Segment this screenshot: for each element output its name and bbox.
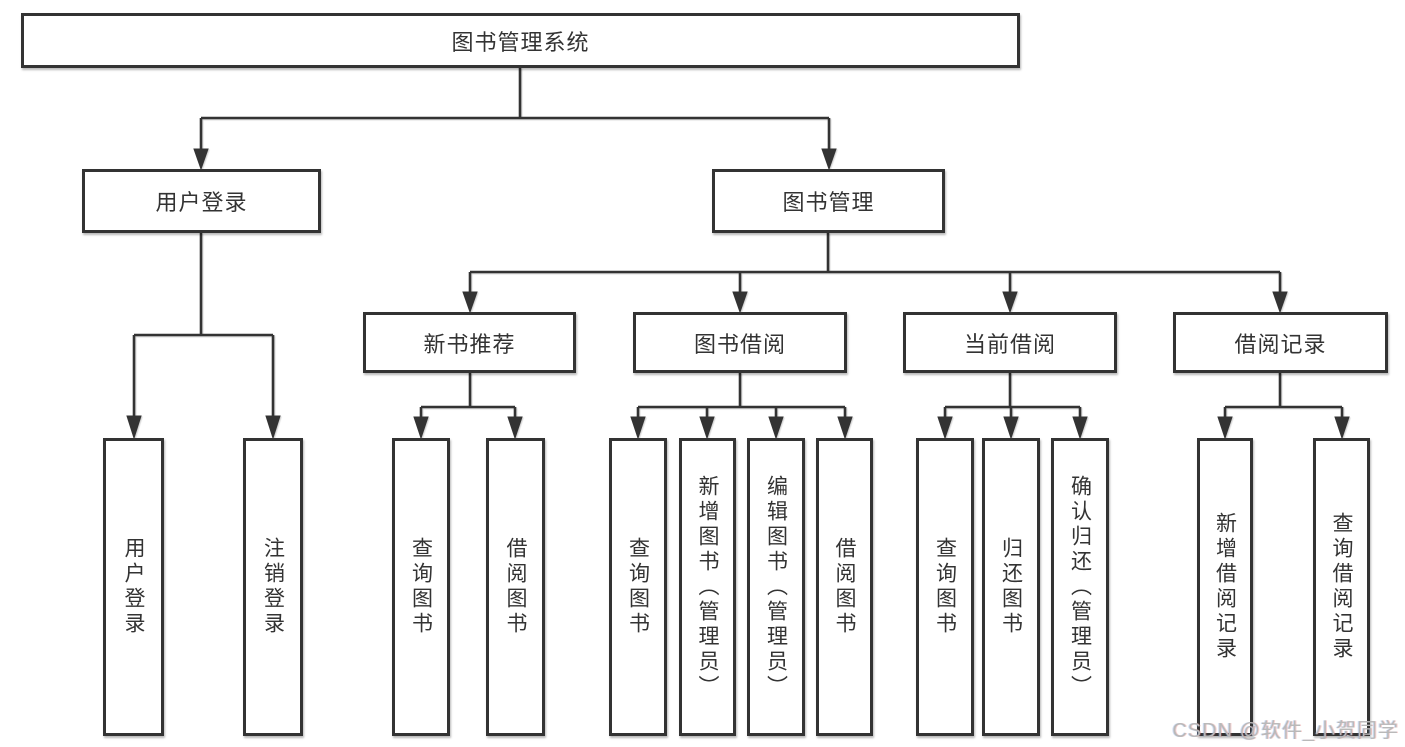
connector-current-borrow-to-leaves: [937, 373, 1088, 440]
leaf-box-borrow-books-2: 借阅图书: [816, 438, 873, 736]
level3-label: 当前借阅: [963, 331, 1056, 357]
leaf-box-edit-books-admin: 编辑图书（管理员）: [747, 438, 805, 736]
leaf-box-return-books: 归还图书: [982, 438, 1040, 736]
level3-box-borrow-records: 借阅记录: [1173, 312, 1388, 373]
leaf-box-borrow-books-1: 借阅图书: [486, 438, 545, 736]
root-label: 图书管理系统: [451, 29, 590, 55]
level3-label: 借阅记录: [1234, 331, 1327, 357]
leaf-label: 编辑图书（管理员）: [764, 474, 788, 700]
leaf-box-add-borrow-record: 新增借阅记录: [1197, 438, 1253, 736]
connector-user-login-to-leaves: [126, 233, 281, 440]
leaf-label: 借阅图书: [833, 537, 856, 637]
leaf-box-query-books-1: 查询图书: [392, 438, 450, 736]
leaf-box-query-books-2: 查询图书: [609, 438, 667, 736]
leaf-box-query-books-3: 查询图书: [916, 438, 974, 736]
level3-box-new-book-recommend: 新书推荐: [363, 312, 576, 373]
level2-box-book-management: 图书管理: [712, 169, 945, 233]
leaf-label: 查询图书: [409, 537, 433, 637]
csdn-watermark: CSDN @软件_小贺同学: [1172, 720, 1399, 742]
leaf-label: 用户登录: [122, 537, 145, 637]
level2-label: 图书管理: [782, 190, 875, 215]
leaf-label: 借阅图书: [504, 537, 527, 637]
leaf-label: 查询图书: [933, 537, 957, 637]
leaf-box-user-login: 用户登录: [103, 438, 164, 736]
leaf-label: 归还图书: [999, 537, 1023, 637]
leaf-box-logout: 注销登录: [243, 438, 303, 736]
connector-root-to-level2: [193, 68, 837, 171]
leaf-box-query-borrow-record: 查询借阅记录: [1313, 438, 1370, 736]
leaf-box-confirm-return-admin: 确认归还（管理员）: [1051, 438, 1109, 736]
leaf-label: 注销登录: [261, 537, 285, 637]
leaf-label: 新增借阅记录: [1213, 512, 1237, 662]
connector-book-management-to-level3: [462, 233, 1288, 314]
leaf-label: 查询图书: [626, 537, 650, 637]
level3-box-book-borrow: 图书借阅: [633, 312, 847, 373]
level2-box-user-login: 用户登录: [82, 169, 321, 233]
leaf-box-add-books-admin: 新增图书（管理员）: [679, 438, 736, 736]
root-box-library-management-system: 图书管理系统: [21, 13, 1020, 68]
level3-label: 图书借阅: [693, 331, 786, 357]
level3-label: 新书推荐: [423, 331, 516, 357]
connector-book-borrow-to-leaves: [630, 373, 853, 440]
leaf-label: 确认归还（管理员）: [1068, 474, 1092, 700]
level3-box-current-borrow: 当前借阅: [903, 312, 1117, 373]
connector-new-book-recommend-to-leaves: [413, 373, 523, 440]
leaf-label: 查询借阅记录: [1330, 512, 1353, 662]
level2-label: 用户登录: [155, 190, 248, 215]
leaf-label: 新增图书（管理员）: [696, 474, 719, 700]
connector-borrow-records-to-leaves: [1217, 373, 1350, 440]
